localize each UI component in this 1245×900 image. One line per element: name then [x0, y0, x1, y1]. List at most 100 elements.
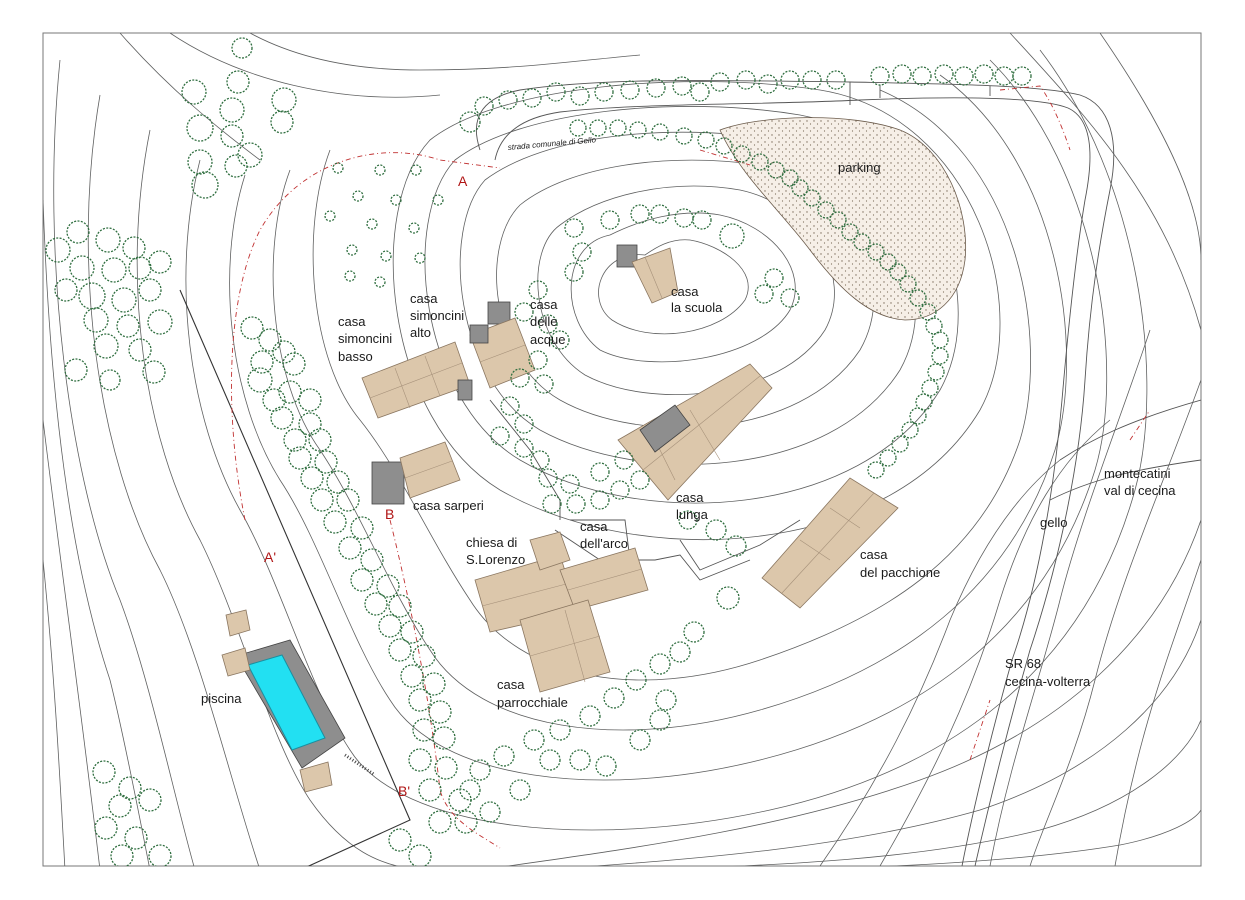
tree-symbol: [350, 568, 374, 592]
tree-symbol: [220, 124, 244, 148]
tree-symbol: [500, 396, 520, 416]
tree-symbol: [288, 446, 312, 470]
tree-symbol: [579, 705, 601, 727]
tree-symbol: [683, 621, 705, 643]
tree-symbol: [572, 242, 592, 262]
tree-symbol: [705, 519, 727, 541]
tree-symbol: [92, 760, 116, 784]
tree-symbol: [764, 268, 784, 288]
tree-symbol: [78, 282, 106, 310]
label-casa-sarperi: casa sarperi: [413, 498, 484, 513]
label-gello: gello: [1040, 515, 1067, 530]
tree-symbol: [493, 745, 515, 767]
tree-symbol: [629, 121, 647, 139]
tree-symbol: [751, 153, 769, 171]
tree-symbol: [414, 252, 426, 264]
tree-symbol: [879, 449, 897, 467]
tree-symbol: [432, 726, 456, 750]
tree-symbol: [124, 826, 148, 850]
tree-symbol: [408, 748, 432, 772]
roads: [476, 80, 1201, 866]
section-marker-a-prime: A': [264, 549, 276, 565]
tree-symbol: [889, 263, 907, 281]
tree-symbol: [867, 243, 885, 261]
tree-symbol: [374, 164, 386, 176]
tree-symbol: [412, 644, 436, 668]
tree-symbol: [258, 328, 282, 352]
tree-symbol: [614, 450, 634, 470]
tree-symbol: [697, 131, 715, 149]
tree-symbol: [128, 338, 152, 362]
tree-symbol: [498, 90, 518, 110]
tree-symbol: [142, 360, 166, 384]
tree-symbol: [459, 779, 481, 801]
label-casa-lunga-2: lunga: [676, 507, 709, 522]
tree-symbol: [539, 749, 561, 771]
tree-symbol: [934, 64, 954, 84]
tree-symbol: [909, 289, 927, 307]
tree-symbol: [780, 288, 800, 308]
building-casa-simoncini: [361, 341, 473, 419]
section-marker-b-prime: B': [398, 783, 410, 799]
tree-symbol: [538, 468, 558, 488]
tree-symbol: [534, 374, 554, 394]
tree-symbol: [118, 776, 142, 800]
label-casa-la-scuola-1: casa: [671, 284, 699, 299]
tree-symbol: [754, 284, 774, 304]
tree-symbol: [550, 330, 570, 350]
tree-symbol: [308, 428, 332, 452]
label-casa-la-scuola-2: la scuola: [671, 300, 723, 315]
tree-symbol: [360, 548, 384, 572]
label-chiesa-2: S.Lorenzo: [466, 552, 525, 567]
tree-symbol: [780, 70, 800, 90]
tree-symbol: [231, 37, 253, 59]
label-casa-simoncini-alto-3: alto: [410, 325, 431, 340]
tree-symbol: [803, 189, 821, 207]
label-casa-simoncini-alto-1: casa: [410, 291, 438, 306]
tree-symbol: [240, 316, 264, 340]
tree-symbol: [262, 388, 286, 412]
tree-symbol: [469, 759, 491, 781]
buildings: [221, 244, 899, 793]
tree-symbol: [523, 729, 545, 751]
building-casa-sarperi: [371, 441, 461, 505]
tree-symbol: [400, 620, 424, 644]
tree-symbol: [101, 257, 127, 283]
tree-symbol: [380, 250, 392, 262]
tree-symbol: [569, 749, 591, 771]
tree-symbol: [564, 262, 584, 282]
tree-symbol: [758, 74, 778, 94]
tree-symbol: [388, 594, 412, 618]
tree-symbol: [570, 86, 590, 106]
tree-symbol: [324, 210, 336, 222]
tree-symbol: [390, 194, 402, 206]
label-casa-parrocchiale-1: casa: [497, 677, 525, 692]
tree-symbol: [428, 700, 452, 724]
pool-water: [247, 654, 326, 751]
label-casa-dellarco-2: dell'arco: [580, 536, 628, 551]
tree-symbol: [719, 223, 745, 249]
tree-symbol: [323, 510, 347, 534]
tree-symbol: [346, 244, 358, 256]
property-boundary: [179, 289, 411, 866]
tree-symbol: [187, 149, 213, 175]
tree-symbol: [408, 222, 420, 234]
tree-symbol: [530, 450, 550, 470]
label-road: strada comunale di Gello: [507, 135, 596, 152]
tree-symbol: [410, 164, 422, 176]
tree-symbol: [298, 388, 322, 412]
tree-symbol: [669, 641, 691, 663]
tree-symbol: [650, 204, 670, 224]
tree-symbol: [538, 314, 558, 334]
tree-symbol: [314, 450, 338, 474]
tree-symbol: [128, 256, 152, 280]
tree-symbol: [298, 412, 322, 436]
building-casa-la-scuola: [616, 244, 679, 304]
tree-symbol: [841, 223, 859, 241]
tree-symbol: [569, 119, 587, 137]
tree-symbol: [454, 810, 478, 834]
tree-symbol: [692, 210, 712, 230]
tree-symbol: [829, 211, 847, 229]
building-piscina: [221, 609, 376, 793]
tree-symbol: [310, 488, 334, 512]
